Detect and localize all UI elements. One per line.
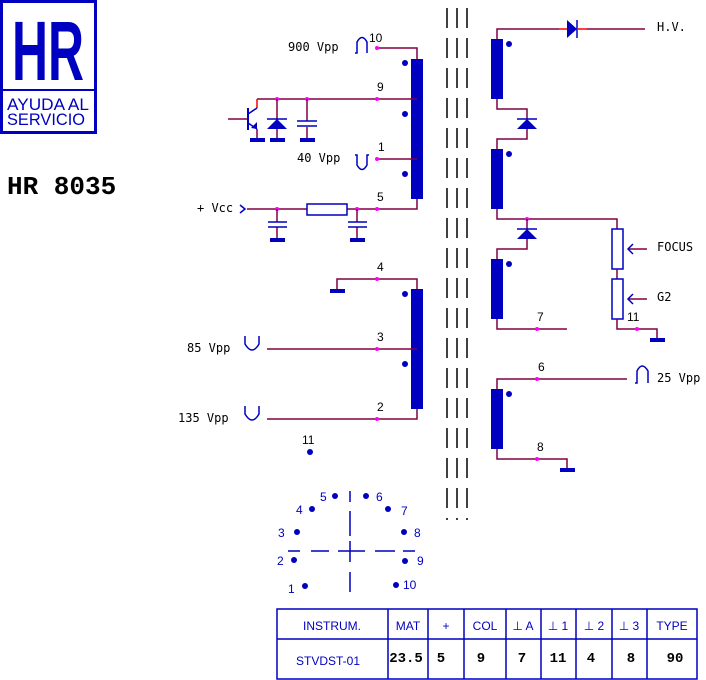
- g2-resistor-icon: [611, 278, 624, 320]
- table-cell: 9: [477, 651, 485, 667]
- primary-winding: 10 900 Vpp 9: [197, 31, 423, 242]
- logo: HR AYUDA AL SERVICIO: [0, 0, 97, 134]
- signal-25vpp: 25 Vpp: [657, 371, 700, 385]
- pin-label-3: 3: [377, 330, 384, 344]
- pin-label-5: 5: [377, 190, 384, 204]
- ground-icon: [560, 468, 575, 472]
- arrow-icon: [626, 293, 634, 305]
- table-header: ⊥ A: [512, 619, 533, 633]
- pinout-diagram: 1 2 3 4 5 6 7 8 9 10: [277, 490, 424, 596]
- table-cell: STVDST-01: [296, 654, 360, 668]
- table-cell: 5: [437, 651, 445, 667]
- pin-label-11: 11: [302, 433, 315, 447]
- pinout-label-4: 4: [296, 503, 303, 517]
- signal-900vpp: 900 Vpp: [288, 40, 339, 54]
- pin-label-6: 6: [538, 360, 545, 374]
- table-cell: 90: [667, 651, 684, 667]
- pulse-icon: [355, 36, 368, 54]
- model-title: HR 8035: [7, 172, 116, 202]
- pinout-label-6: 6: [376, 490, 383, 504]
- aux-winding: 4 3 85 Vpp 2 135 Vpp 11: [178, 260, 423, 455]
- pin-label-10: 10: [369, 31, 383, 45]
- signal-40vpp: 40 Vpp: [297, 151, 340, 165]
- table-header: TYPE: [656, 619, 687, 633]
- ground-icon: [330, 289, 345, 293]
- pin-label-9: 9: [377, 80, 384, 94]
- input-arrow-icon: [239, 204, 247, 214]
- g2-label: G2: [657, 290, 671, 304]
- capacitor-icon: [268, 209, 287, 242]
- ground-icon: [650, 338, 665, 342]
- pin-label-4: 4: [377, 260, 384, 274]
- pin-label-7: 7: [537, 310, 544, 324]
- logo-line2: SERVICIO: [7, 110, 85, 129]
- diode-icon: [517, 119, 537, 129]
- pin-label-11-secondary: 11: [627, 310, 640, 324]
- table-header: ⊥ 1: [548, 619, 569, 633]
- pinout-label-10: 10: [403, 578, 417, 592]
- capacitor-icon: [297, 99, 317, 142]
- pinout-label-2: 2: [277, 554, 284, 568]
- pulse-icon: [635, 365, 649, 384]
- table-header: COL: [473, 619, 498, 633]
- focus-resistor-icon: [611, 228, 624, 270]
- spec-table: INSTRUM. MAT + COL ⊥ A ⊥ 1 ⊥ 2 ⊥ 3 TYPE …: [276, 608, 698, 680]
- signal-85vpp: 85 Vpp: [187, 341, 230, 355]
- inverted-pulse-icon: [244, 406, 260, 421]
- pinout-label-5: 5: [320, 490, 327, 504]
- table-cell: 8: [627, 651, 635, 667]
- diode-icon: [267, 99, 287, 142]
- table-header: ⊥ 3: [619, 619, 640, 633]
- diode-icon: [517, 229, 537, 239]
- table-header: ⊥ 2: [584, 619, 605, 633]
- inverted-pulse-icon: [244, 336, 260, 351]
- logo-line1: AYUDA AL: [7, 95, 89, 114]
- pinout-label-1: 1: [288, 582, 295, 596]
- table-header: INSTRUM.: [303, 619, 361, 633]
- table-cell: 11: [550, 651, 567, 667]
- pinout-label-3: 3: [278, 526, 285, 540]
- heater-winding: 6 25 Vpp 8: [491, 360, 700, 472]
- pinout-label-9: 9: [417, 554, 424, 568]
- pinout-label-7: 7: [401, 504, 408, 518]
- capacitor-icon: [348, 209, 367, 242]
- inverted-pulse-icon: [355, 154, 369, 171]
- table-cell: 4: [587, 651, 595, 667]
- pin-label-8: 8: [537, 440, 544, 454]
- arrow-icon: [626, 243, 634, 255]
- diode-icon: [567, 20, 577, 38]
- table-header: MAT: [396, 619, 421, 633]
- focus-label: FOCUS: [657, 240, 693, 254]
- resistor-icon: [306, 203, 348, 216]
- table-header: +: [442, 619, 449, 633]
- table-cell: 23.5: [389, 651, 423, 667]
- pin-label-1: 1: [378, 140, 385, 154]
- table-cell: 7: [518, 651, 526, 667]
- logo-text: HR: [12, 4, 84, 98]
- pin-label-2: 2: [377, 400, 384, 414]
- vcc-label: + Vcc: [197, 201, 233, 215]
- pinout-label-8: 8: [414, 526, 421, 540]
- hv-label: H.V.: [657, 20, 686, 34]
- transformer-core: [446, 8, 468, 520]
- secondary-winding: H.V. 7 11 FOCUS G2: [491, 20, 693, 342]
- signal-135vpp: 135 Vpp: [178, 411, 229, 425]
- transistor-icon: [228, 99, 265, 142]
